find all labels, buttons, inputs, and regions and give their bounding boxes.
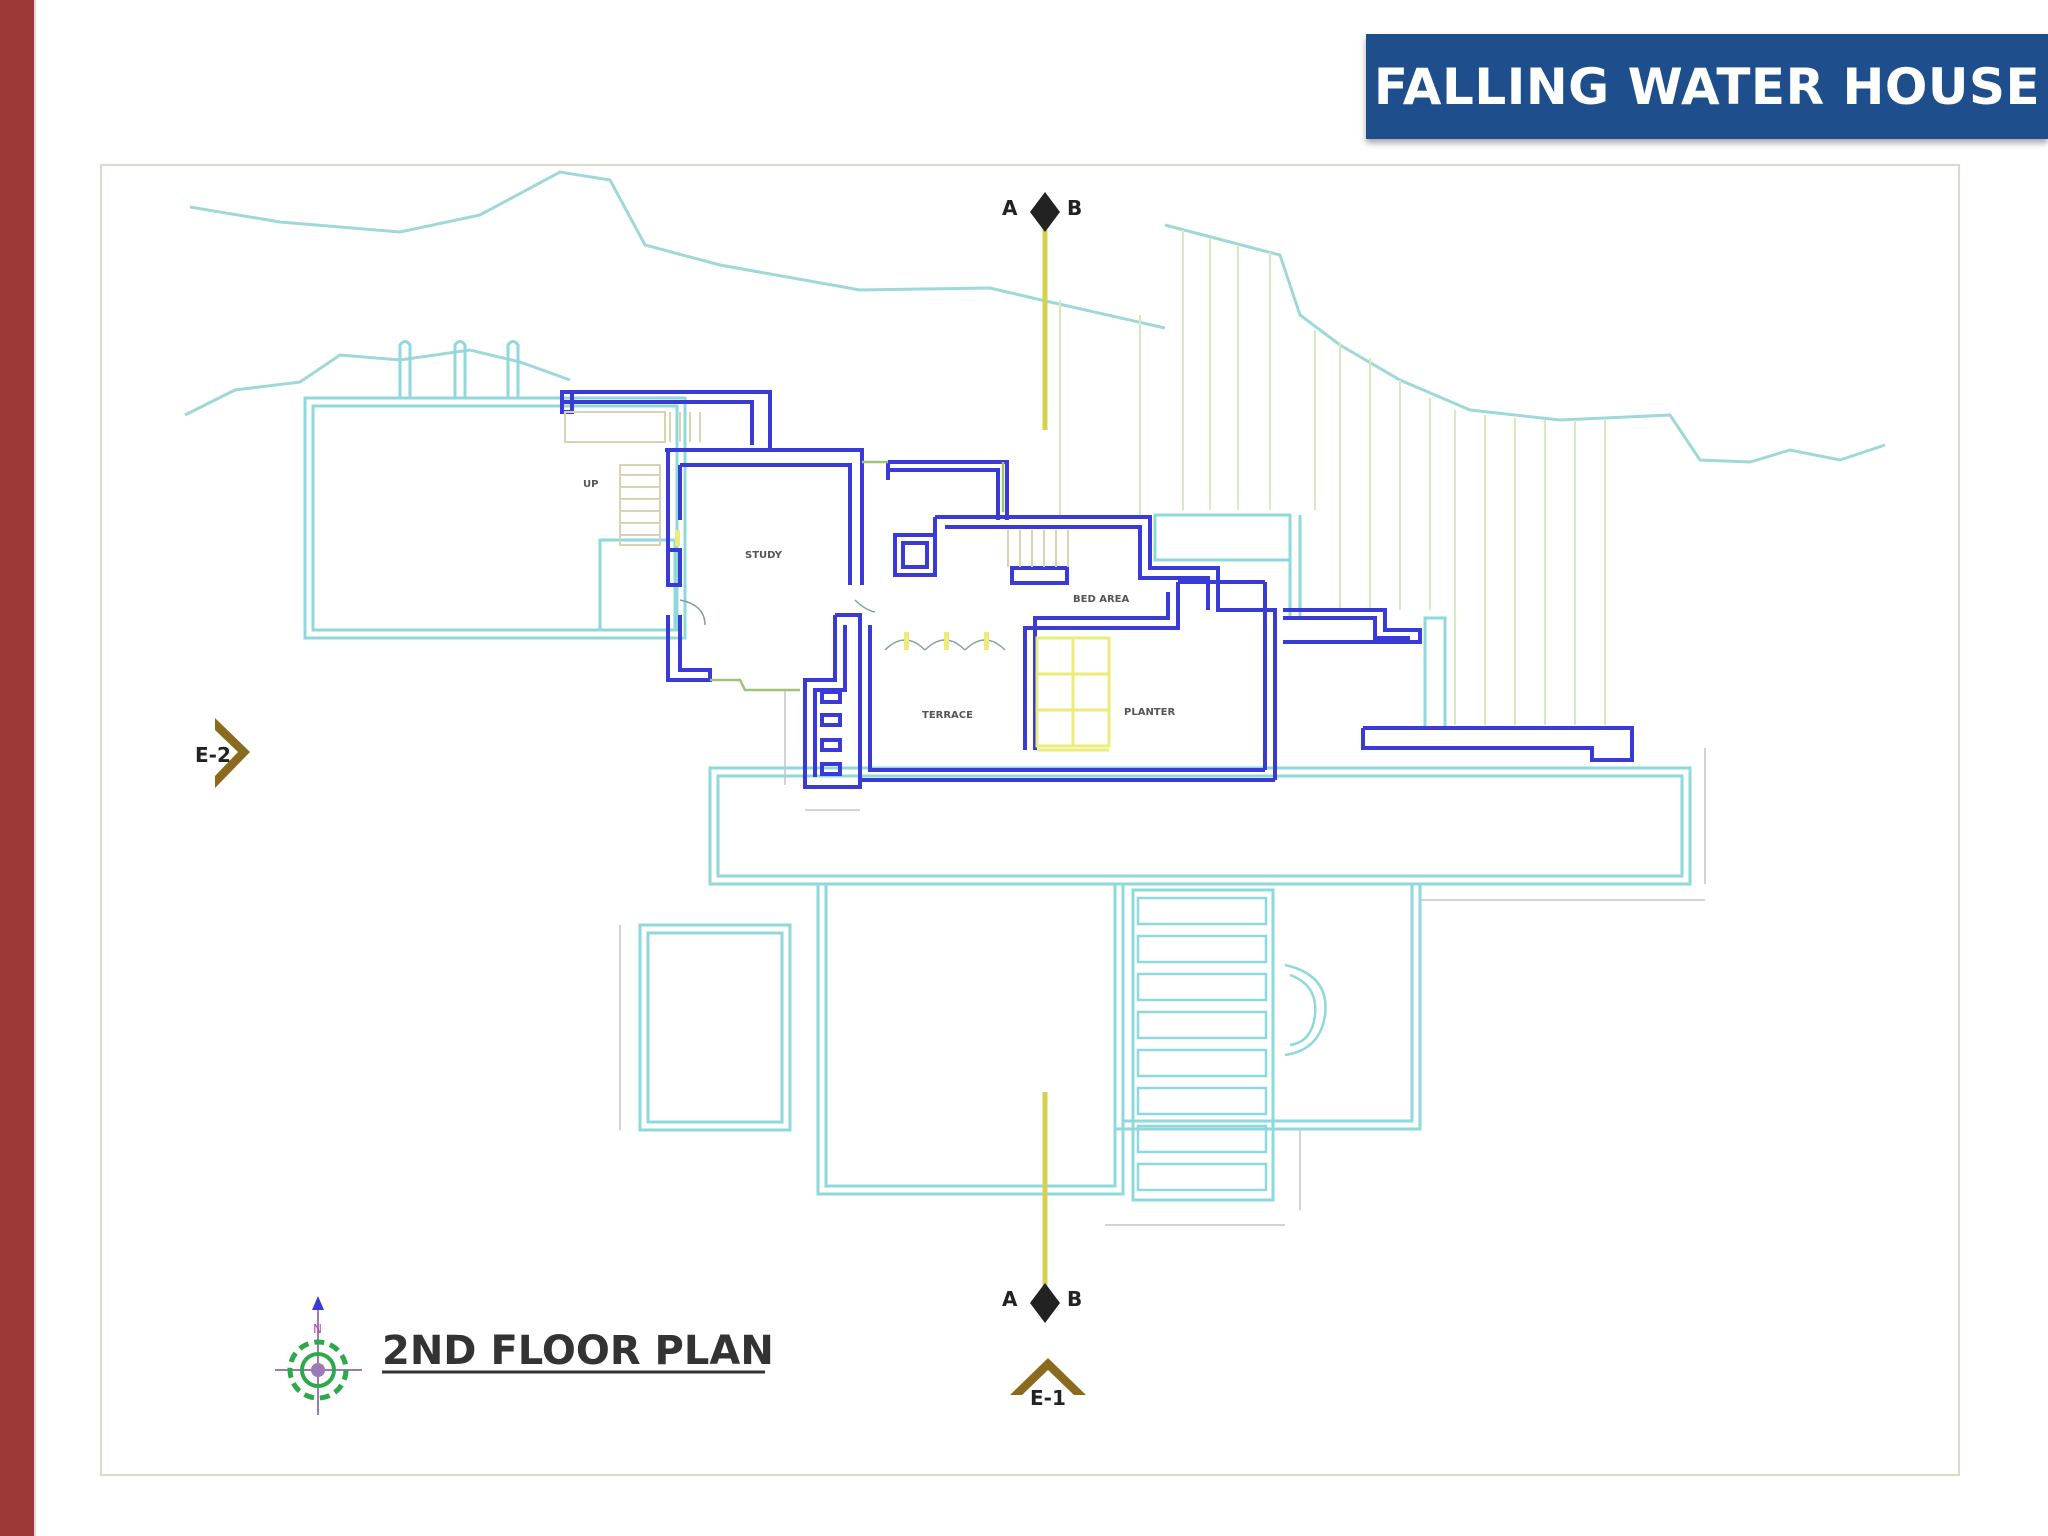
terrain-contour-right bbox=[1164, 223, 1886, 464]
elevation-label-e1: E-1 bbox=[1030, 1386, 1066, 1410]
plan-title: 2ND FLOOR PLAN bbox=[382, 1328, 774, 1374]
room-label-planter: PLANTER bbox=[1124, 707, 1175, 718]
lower-left-wing-outline bbox=[638, 923, 792, 1132]
lower-stair-treads bbox=[1136, 896, 1327, 1192]
dimension-lines bbox=[619, 690, 1706, 1226]
drawing-frame bbox=[100, 164, 1960, 1476]
door-swings bbox=[679, 599, 1006, 651]
terrain-hatch bbox=[1059, 230, 1606, 725]
terrain-contour-left bbox=[184, 348, 571, 417]
stair-outline bbox=[1131, 888, 1275, 1202]
compass-north-label: N bbox=[313, 1322, 322, 1336]
plan-title-group: 2ND FLOOR PLAN bbox=[382, 1328, 774, 1374]
left-terrace-outline bbox=[303, 396, 687, 640]
title-banner: FALLING WATER HOUSE bbox=[1366, 34, 2048, 139]
elevation-marker-e1: E-1 bbox=[1010, 1358, 1086, 1410]
section-label-a-bottom: A bbox=[1002, 1287, 1018, 1311]
room-label-bed-area: BED AREA bbox=[1073, 594, 1130, 605]
chimney-stubs bbox=[398, 340, 520, 398]
room-label-terrace: TERRACE bbox=[922, 710, 973, 721]
room-label-up: UP bbox=[583, 479, 598, 490]
terrain-contour-top bbox=[189, 170, 1166, 330]
elevation-marker-e2: E-2 bbox=[195, 718, 250, 788]
section-marker-bottom: A B bbox=[1002, 1283, 1082, 1323]
green-accents bbox=[710, 460, 1005, 692]
section-marker-top: A B bbox=[1002, 192, 1082, 232]
section-label-b-bottom: B bbox=[1067, 1287, 1082, 1311]
section-label-b-top: B bbox=[1067, 196, 1082, 220]
planter-grid bbox=[1035, 636, 1111, 752]
north-compass-icon: N bbox=[275, 1296, 362, 1415]
study-stairs bbox=[564, 411, 1069, 567]
door-markers bbox=[675, 530, 989, 650]
terrain-lines bbox=[184, 170, 1886, 464]
section-label-a-top: A bbox=[1002, 196, 1018, 220]
slide-title: FALLING WATER HOUSE bbox=[1373, 57, 2041, 116]
main-walls bbox=[560, 390, 1634, 789]
room-labels: STUDY BED AREA TERRACE PLANTER UP bbox=[583, 479, 1175, 721]
lower-center-wing-outline bbox=[816, 882, 1125, 1196]
accent-bar bbox=[0, 0, 36, 1536]
lower-right-wing-outline bbox=[1113, 882, 1422, 1131]
elevation-label-e2: E-2 bbox=[195, 743, 231, 767]
room-label-study: STUDY bbox=[745, 550, 783, 561]
